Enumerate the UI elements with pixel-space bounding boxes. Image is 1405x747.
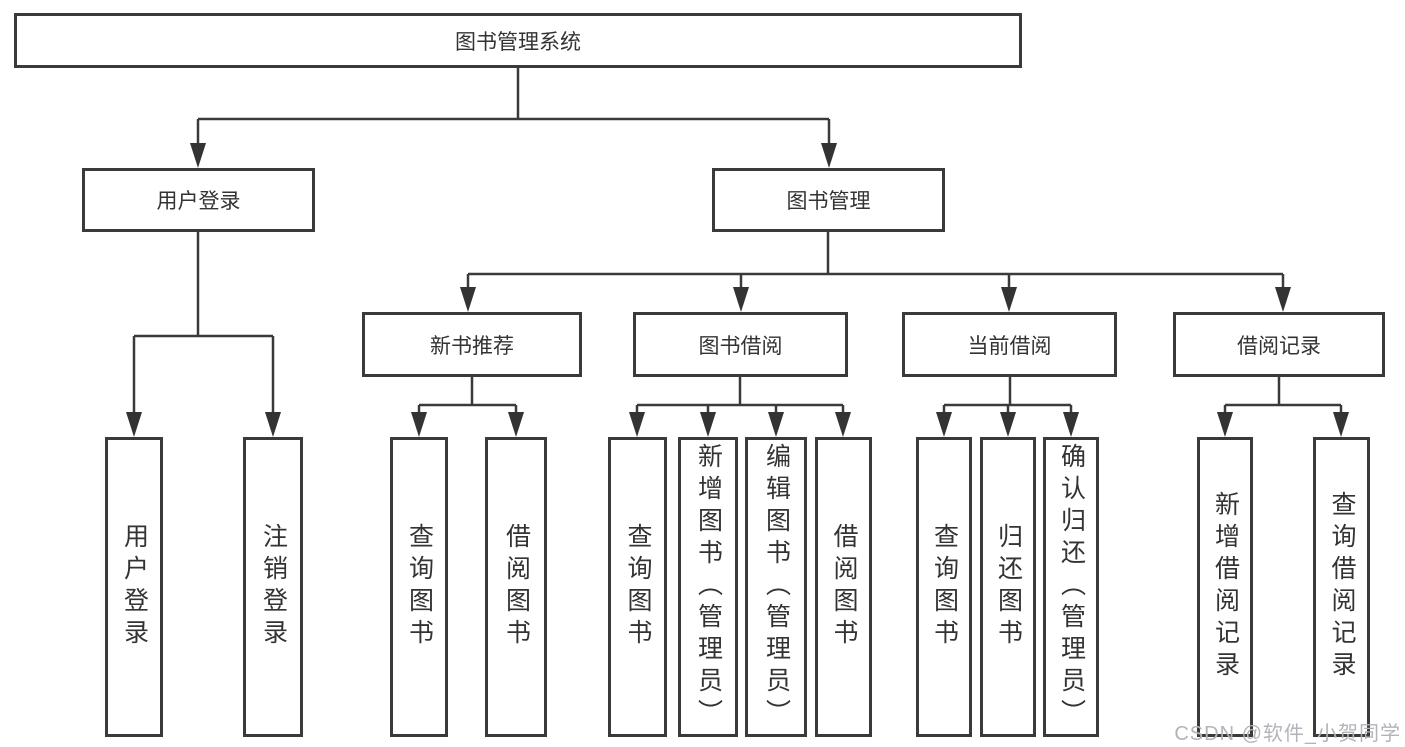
node-borrowing-records: 借阅记录 <box>1173 312 1385 377</box>
node-user-login-label: 用户登录 <box>156 190 241 213</box>
node-book-management: 图书管理 <box>712 168 945 232</box>
node-new-book-recommend: 新书推荐 <box>362 312 582 377</box>
leaf-query-books-1: 查询图书 <box>390 437 448 737</box>
node-book-borrowing: 图书借阅 <box>633 312 848 377</box>
leaf-borrow-books-1-label: 借阅图书 <box>502 523 531 651</box>
leaf-user-login: 用户登录 <box>105 437 163 737</box>
node-book-management-label: 图书管理 <box>786 190 871 213</box>
leaf-confirm-return-admin-label: 确认归还（管理员） <box>1057 443 1086 731</box>
leaf-edit-book-admin: 编辑图书（管理员） <box>745 437 807 737</box>
leaf-borrow-books-2: 借阅图书 <box>815 437 872 737</box>
leaf-query-books-3-label: 查询图书 <box>930 523 959 651</box>
node-current-borrowing-label: 当前借阅 <box>967 334 1052 358</box>
leaf-borrow-books-1: 借阅图书 <box>485 437 547 737</box>
leaf-query-borrow-record: 查询借阅记录 <box>1313 437 1370 737</box>
node-current-borrowing: 当前借阅 <box>902 312 1117 377</box>
leaf-logout-label: 注销登录 <box>259 523 288 651</box>
node-book-borrowing-label: 图书借阅 <box>698 334 783 358</box>
node-new-book-recommend-label: 新书推荐 <box>430 334 514 358</box>
leaf-query-books-1-label: 查询图书 <box>405 523 434 651</box>
node-root-label: 图书管理系统 <box>455 30 581 54</box>
node-root: 图书管理系统 <box>14 13 1022 68</box>
node-user-login: 用户登录 <box>82 168 315 232</box>
csdn-watermark: CSDN @软件_小贺同学 <box>1174 723 1401 745</box>
leaf-logout: 注销登录 <box>243 437 303 737</box>
leaf-query-borrow-record-label: 查询借阅记录 <box>1328 491 1356 683</box>
leaf-return-book-label: 归还图书 <box>994 523 1023 651</box>
leaf-confirm-return-admin: 确认归还（管理员） <box>1043 437 1099 737</box>
leaf-query-books-2: 查询图书 <box>608 437 667 737</box>
leaf-return-book: 归还图书 <box>980 437 1036 737</box>
leaf-query-books-3: 查询图书 <box>916 437 972 737</box>
leaf-edit-book-admin-label: 编辑图书（管理员） <box>762 443 791 731</box>
leaf-user-login-label: 用户登录 <box>120 523 149 651</box>
leaf-query-books-2-label: 查询图书 <box>624 523 652 651</box>
leaf-add-book-admin: 新增图书（管理员） <box>678 437 738 737</box>
leaf-add-borrow-record-label: 新增借阅记录 <box>1211 491 1240 683</box>
node-borrowing-records-label: 借阅记录 <box>1237 334 1321 358</box>
arrowheads <box>126 143 1349 437</box>
leaf-borrow-books-2-label: 借阅图书 <box>830 523 858 651</box>
leaf-add-borrow-record: 新增借阅记录 <box>1197 437 1253 737</box>
leaf-add-book-admin-label: 新增图书（管理员） <box>694 443 723 731</box>
